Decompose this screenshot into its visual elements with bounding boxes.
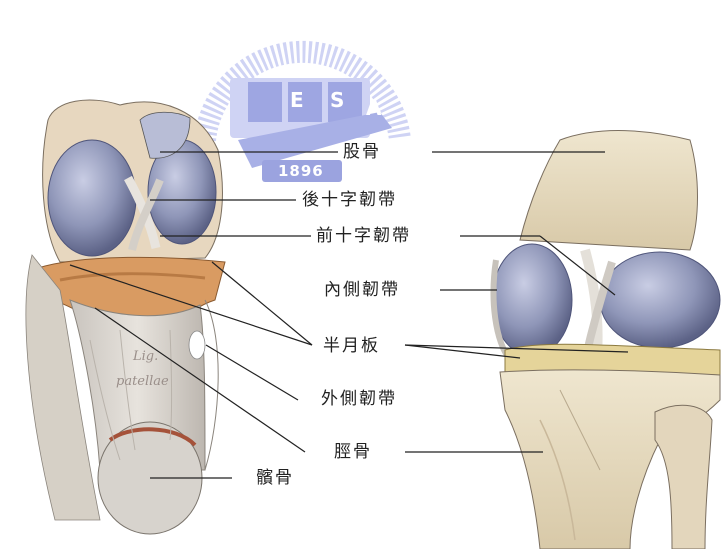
watermark-year: 1896 [278, 162, 324, 180]
leader-meniscus-left-b [212, 262, 312, 345]
label-lateral-collateral-ligament: 外側韌帶 [321, 389, 397, 409]
watermark-letter-e: E [290, 88, 305, 112]
watermark-letter-a: A [366, 96, 382, 120]
label-meniscus: 半月板 [323, 336, 380, 356]
watermark-letter-s: S [330, 88, 345, 112]
label-medial-collateral-ligament: 內側韌帶 [324, 280, 400, 300]
lig-text-line1: Lig. [133, 350, 158, 364]
right-knee-illustration [492, 131, 720, 549]
leader-lcl [206, 345, 298, 400]
left-knee-illustration [26, 100, 225, 534]
label-tibia: 脛骨 [334, 442, 372, 462]
label-patella: 髕骨 [256, 468, 294, 488]
label-femur: 股骨 [343, 142, 381, 162]
label-posterior-cruciate-ligament: 後十字韌帶 [302, 190, 397, 210]
label-anterior-cruciate-ligament: 前十字韌帶 [316, 226, 411, 246]
lig-text-line2: patellae [116, 375, 169, 389]
